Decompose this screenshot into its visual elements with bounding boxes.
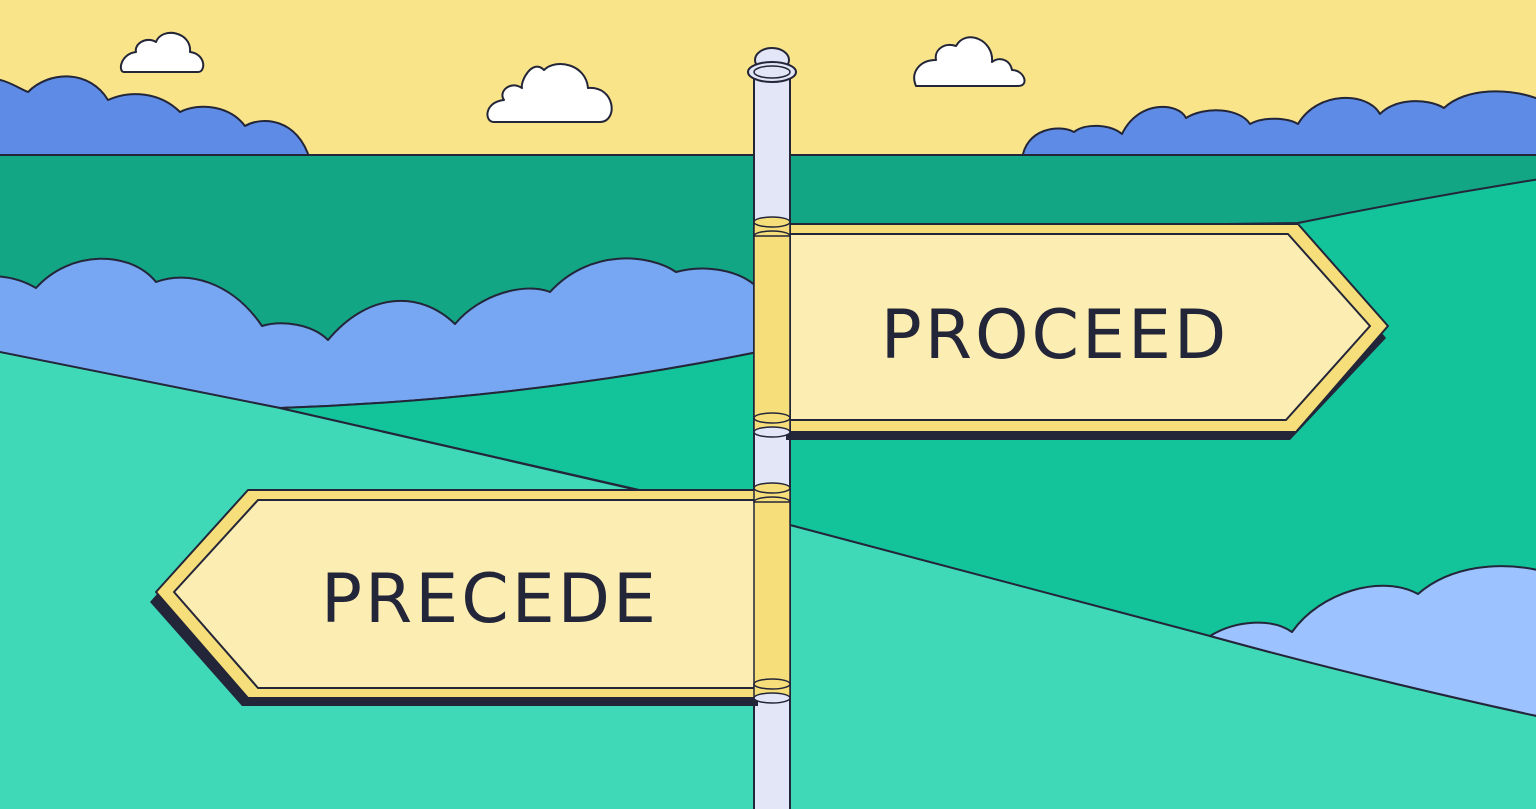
sign-right-text: PROCEED [881, 296, 1230, 375]
sign-left: PRECEDE [150, 489, 761, 706]
near-bushes-right [1209, 565, 1536, 717]
cloud-1 [119, 32, 205, 73]
bright-field-wedge [279, 351, 759, 496]
far-bushes-left [0, 75, 311, 161]
cloud-2 [486, 63, 613, 123]
pole-collars [753, 216, 791, 704]
collar-right-bottom [753, 412, 791, 438]
sign-left-text: PRECEDE [321, 560, 659, 639]
far-bushes-right [1021, 90, 1536, 161]
cloud-3 [913, 36, 1026, 87]
collar-left-bottom [753, 678, 791, 704]
sign-right: PROCEED [786, 223, 1389, 440]
